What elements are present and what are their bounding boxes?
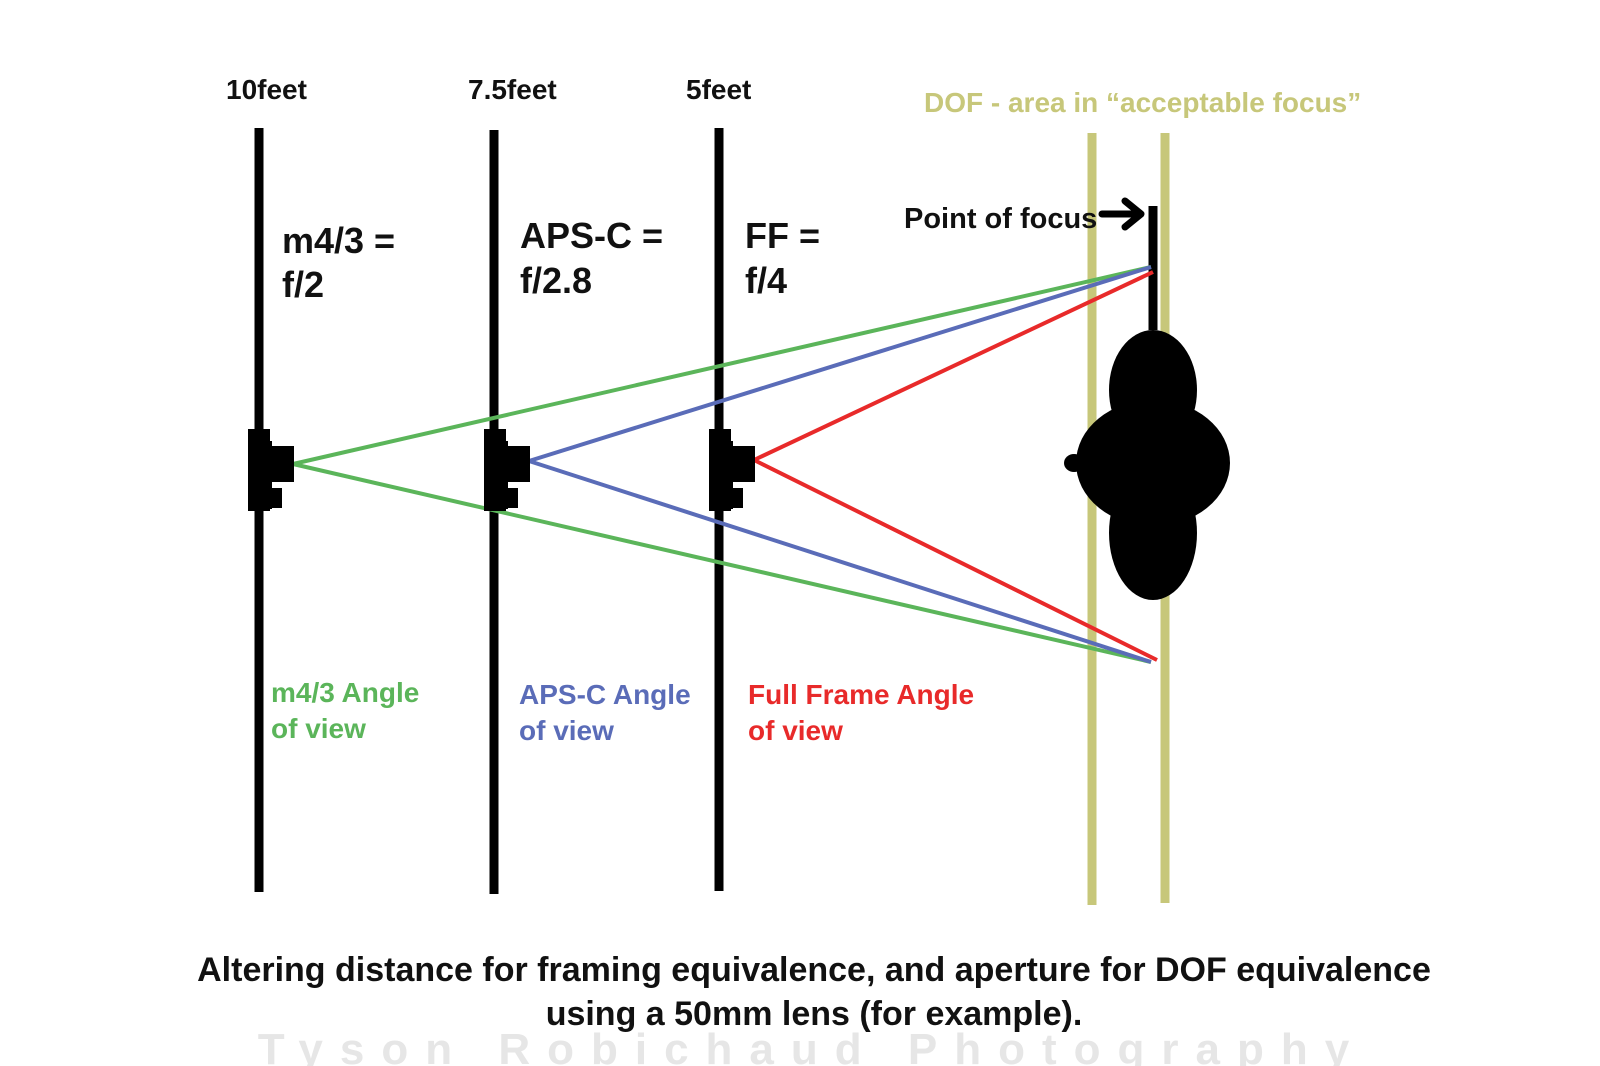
distance-label-5ft: 5feet: [686, 74, 751, 105]
caption-line1: Altering distance for framing equivalenc…: [197, 951, 1431, 989]
camera-icon-m43: [248, 429, 294, 511]
watermark: Tyson Robichaud Photography: [258, 1025, 1366, 1066]
aperture-label-m43-line1: m4/3 =: [282, 220, 395, 261]
apsc-angle-of-view-lines: [528, 265, 1152, 664]
dof-label: DOF - area in “acceptable focus”: [924, 87, 1361, 118]
focus-label: Point of focus: [904, 203, 1097, 235]
distance-label-7-5ft: 7.5feet: [468, 74, 557, 105]
caption-line2: using a 50mm lens (for example).: [546, 995, 1083, 1033]
aperture-label-apsc-line2: f/2.8: [520, 260, 592, 301]
focus-arrow-icon: [1098, 197, 1145, 231]
camera-icon-ff: [709, 429, 755, 511]
m43-angle-of-view-lines: [292, 265, 1152, 664]
angle-label-apsc-line2: of view: [519, 715, 614, 746]
angle-label-m43-line1: m4/3 Angle: [271, 677, 419, 708]
angle-label-apsc-line1: APS-C Angle: [519, 679, 691, 710]
angle-label-ff-line1: Full Frame Angle: [748, 679, 974, 710]
subject-silhouette: [1064, 330, 1230, 600]
aperture-label-m43-line2: f/2: [282, 264, 324, 305]
distance-label-10ft: 10feet: [226, 74, 307, 105]
camera-icon-apsc: [484, 429, 530, 511]
ff-angle-of-view-lines: [753, 270, 1158, 662]
angle-label-ff-line2: of view: [748, 715, 843, 746]
aperture-label-ff-line1: FF =: [745, 215, 820, 256]
aperture-label-ff-line2: f/4: [745, 260, 787, 301]
angle-label-m43-line2: of view: [271, 713, 366, 744]
aperture-label-apsc-line1: APS-C =: [520, 215, 663, 256]
